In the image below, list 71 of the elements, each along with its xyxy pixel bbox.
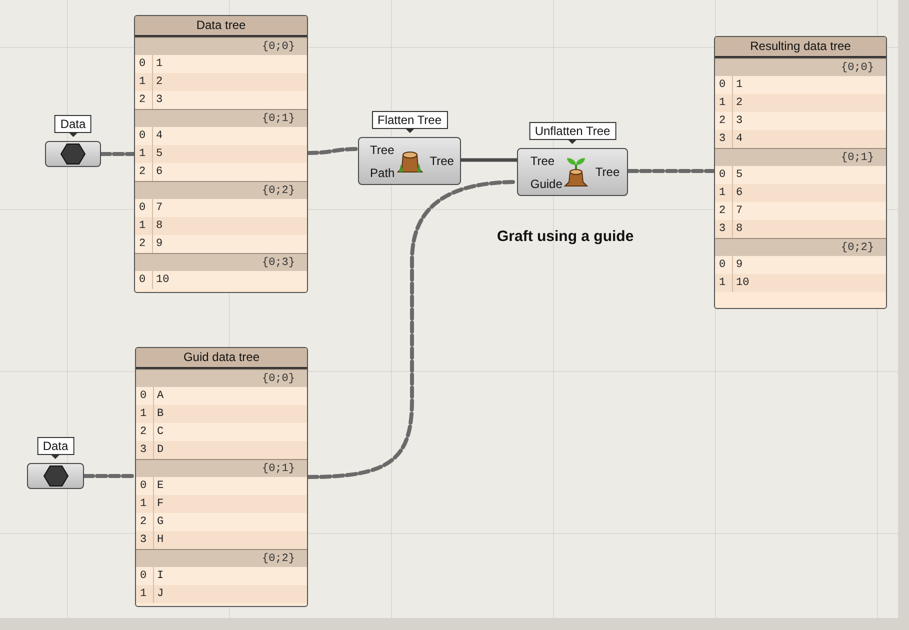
item-value: 5 (735, 168, 743, 183)
branch-section (135, 253, 307, 289)
item-index: 0 (135, 271, 153, 289)
item-value: 8 (155, 219, 163, 234)
item-value: 4 (735, 132, 743, 147)
branch-path: {0;2} (715, 238, 886, 256)
branch-section (136, 459, 307, 549)
branch-path: {0;1} (715, 148, 886, 166)
input-label: Tree (370, 142, 395, 158)
input-label: Guide (530, 176, 562, 192)
item-value: 10 (735, 276, 750, 291)
item-value: C (156, 425, 164, 440)
item-value: E (156, 479, 164, 494)
panel-title: Data tree (135, 16, 307, 37)
branch-path: {0;1} (136, 459, 307, 477)
item-value: J (156, 587, 164, 602)
branch-section (715, 58, 886, 148)
item-value: H (156, 533, 164, 548)
branch-section (715, 148, 886, 238)
branch-section (136, 549, 307, 603)
branch-section (135, 37, 307, 109)
panel-title: Resulting data tree (715, 37, 886, 58)
wire (459, 158, 519, 162)
branch-path: {0;0} (715, 58, 886, 76)
data-panel (134, 15, 308, 293)
output-label: Tree (595, 164, 620, 181)
branch-path: {0;0} (136, 369, 307, 387)
wire (306, 147, 360, 155)
item-value: 9 (735, 258, 743, 273)
output-label: Tree (430, 153, 454, 170)
item-value: 10 (155, 273, 170, 288)
item-value: F (156, 497, 164, 512)
item-value: 4 (155, 129, 163, 144)
panel-title: Guid data tree (136, 348, 307, 369)
annotation-text: Graft using a guide (497, 228, 634, 245)
input-label: Tree (530, 152, 556, 170)
branch-section (135, 109, 307, 181)
item-index: 1 (136, 585, 154, 603)
branch-path: {0;2} (135, 181, 307, 199)
item-value: 1 (155, 57, 163, 72)
item-value: 6 (735, 186, 743, 201)
item-index: 1 (715, 274, 733, 292)
branch-section (136, 369, 307, 459)
item-value: I (156, 569, 164, 584)
item-value: 5 (155, 147, 163, 162)
branch-path: {0;0} (135, 37, 307, 55)
item-value: 9 (155, 237, 163, 252)
item-value: G (156, 515, 164, 530)
branch-path: {0;3} (135, 253, 307, 271)
item-value: D (156, 443, 164, 458)
item-value: 2 (155, 75, 163, 90)
item-value: 6 (155, 165, 163, 180)
wire (82, 474, 137, 478)
data-panel (135, 347, 308, 607)
item-value: B (156, 407, 164, 422)
branch-section (135, 181, 307, 253)
wire (99, 152, 136, 156)
item-value: 3 (735, 114, 743, 129)
branch-path: {0;1} (135, 109, 307, 127)
item-value: 7 (155, 201, 163, 216)
input-label: Path (370, 164, 395, 182)
data-panel (714, 36, 887, 309)
branch-section (715, 238, 886, 292)
item-value: 8 (735, 222, 743, 237)
item-value: 1 (735, 78, 743, 93)
wire (626, 169, 716, 173)
item-value: 7 (735, 204, 743, 219)
branch-path: {0;2} (136, 549, 307, 567)
item-value: A (156, 389, 164, 404)
item-value: 2 (735, 96, 743, 111)
item-value: 3 (155, 93, 163, 108)
